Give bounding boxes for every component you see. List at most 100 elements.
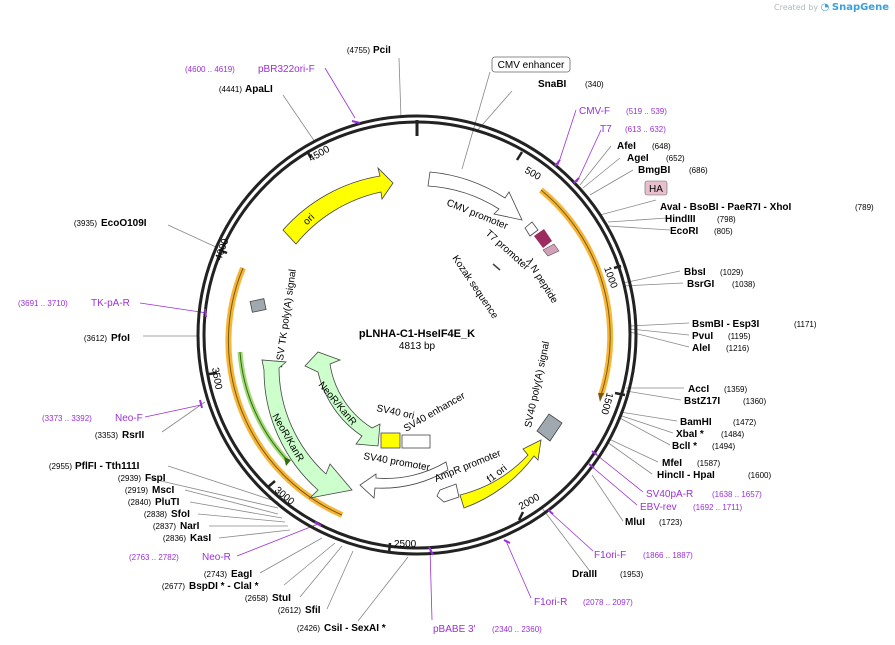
position-ticks <box>208 150 626 554</box>
primer-neof-pos: (3373 .. 3392) <box>42 414 92 423</box>
site-agei-name: AgeI <box>627 153 649 164</box>
snapgene-logo-icon: ◔ <box>820 2 830 13</box>
site-ecoo109i-name: EcoO109I <box>101 218 147 229</box>
tick-label-4000: 4000 <box>213 237 231 262</box>
primer-pbabe3-name: pBABE 3' <box>433 624 476 635</box>
site-bspdi-pos: (2677) <box>162 582 185 591</box>
site-bsmbi-pos: (1171) <box>794 320 817 329</box>
site-afei-pos: (648) <box>652 142 671 151</box>
snapgene-branding: Created by ◔ SnapGene <box>774 2 889 13</box>
site-alei-name: AleI <box>692 343 711 354</box>
site-csii-name: CsiI - SexAI * <box>324 623 386 634</box>
site-xbai-pos: (1484) <box>721 430 744 439</box>
primer-labels: (4600 .. 4619) pBR322ori-F (3691 .. 3710… <box>18 64 762 635</box>
sv40-ori-box <box>380 432 401 449</box>
primer-neor-name: Neo-R <box>202 552 231 563</box>
primer-neof-name: Neo-F <box>115 413 143 424</box>
site-msci-name: MscI <box>152 485 174 496</box>
primer-pbabe3-pos: (2340 .. 2360) <box>492 625 542 634</box>
site-acci-name: AccI <box>688 384 709 395</box>
site-hincii-pos: (1600) <box>748 471 771 480</box>
site-afei-name: AfeI <box>617 141 636 152</box>
site-draiii-name: DraIII <box>572 569 597 580</box>
site-bmgbi-name: BmgBI <box>638 165 670 176</box>
site-draiii-pos: (1953) <box>620 570 643 579</box>
site-acci-pos: (1359) <box>724 385 747 394</box>
site-stui-name: StuI <box>272 593 291 604</box>
site-kasi-name: KasI <box>190 533 211 544</box>
primer-cmvf-pos: (519 .. 539) <box>626 107 667 116</box>
backbone-outer-strand <box>196 114 638 556</box>
primer-sv40pa-name: SV40pA-R <box>646 489 693 500</box>
site-ecoo109i-pos: (3935) <box>74 219 97 228</box>
site-csii-pos: (2426) <box>297 624 320 633</box>
primer-marks <box>199 120 598 556</box>
sv40-enhancer-box <box>401 434 431 449</box>
site-ecori-pos: (805) <box>714 227 733 236</box>
lambda-n-peptide-arrow <box>534 229 552 248</box>
site-apali-name: ApaLI <box>245 84 273 95</box>
tick-label-4500: 4500 <box>307 144 332 165</box>
site-eagi-pos: (2743) <box>204 570 227 579</box>
site-snabi-name: SnaBI <box>538 79 567 90</box>
branding-name: SnapGene <box>831 2 889 13</box>
site-msci-pos: (2919) <box>125 486 148 495</box>
branding-prefix: Created by <box>774 3 819 12</box>
lambda-n-peptide-label: λ N peptide <box>523 257 559 306</box>
tick-label-500: 500 <box>523 165 543 183</box>
primer-cmvf-name: CMV-F <box>579 106 610 117</box>
site-xbai-name: XbaI * <box>676 429 704 440</box>
site-mlui-name: MluI <box>625 517 645 528</box>
site-rsrii-name: RsrII <box>122 430 144 441</box>
site-pfoi-pos: (3612) <box>84 334 107 343</box>
site-hincii-name: HincII - HpaI <box>657 470 715 481</box>
kozak-sequence-mark <box>492 263 501 271</box>
primer-pbr322ori-pos: (4600 .. 4619) <box>185 65 235 74</box>
neo-marker-arc-core <box>239 351 288 461</box>
site-bsrgi-pos: (1038) <box>732 280 755 289</box>
primer-t7-pos: (613 .. 632) <box>625 125 666 134</box>
site-pfoi-name: PfoI <box>111 333 130 344</box>
primer-tkpa-pos: (3691 .. 3710) <box>18 299 68 308</box>
primer-pbr322ori-name: pBR322ori-F <box>258 64 315 75</box>
orf-arc-left-core <box>227 267 343 516</box>
site-pvui-pos: (1195) <box>728 332 751 341</box>
site-avai-name: AvaI - BsoBI - PaeR7I - XhoI <box>660 202 792 213</box>
site-bsrgi-name: BsrGI <box>687 279 714 290</box>
restriction-sites-right: SnaBI (340) AfeI (648) AgeI (652) BmgBI … <box>538 79 874 580</box>
neor-kanr-outer-arrow <box>261 359 353 499</box>
site-alei-pos: (1216) <box>726 344 749 353</box>
primer-f1orif-pos: (1866 .. 1887) <box>643 551 693 560</box>
site-pflfi-pos: (2955) <box>49 462 72 471</box>
site-nari-name: NarI <box>180 521 200 532</box>
kozak-marker <box>542 243 560 257</box>
site-bcli-name: BclI * <box>672 441 697 452</box>
site-stui-pos: (2658) <box>245 594 268 603</box>
site-rsrii-pos: (3353) <box>95 431 118 440</box>
site-sfoi-pos: (2838) <box>144 510 167 519</box>
ampr-promoter-arrow <box>436 483 460 503</box>
ha-tag-label: HA <box>649 184 663 195</box>
site-nari-pos: (2837) <box>153 522 176 531</box>
site-sfii-pos: (2612) <box>278 606 301 615</box>
cmv-promoter-arrow <box>427 171 523 221</box>
site-bsmbi-name: BsmBI - Esp3I <box>692 319 759 330</box>
tick-label-2500: 2500 <box>394 539 417 550</box>
primer-f1orif-name: F1ori-F <box>594 550 626 561</box>
primer-f1orir-name: F1ori-R <box>534 597 567 608</box>
site-sfoi-name: SfoI <box>171 509 190 520</box>
t7-promoter-arrow <box>524 221 539 237</box>
sv40-promoter-arrow <box>359 461 449 499</box>
ori-feature-arrow <box>282 166 394 245</box>
site-sfii-name: SfiI <box>305 605 321 616</box>
orf-arc-right-core <box>540 189 611 396</box>
primer-t7-name: T7 <box>600 124 612 135</box>
plasmid-name: pLNHA-C1-HseIF4E_K <box>359 328 475 340</box>
f1-ori-arrow <box>459 439 542 509</box>
site-bbsi-name: BbsI <box>684 267 706 278</box>
primer-f1orir-pos: (2078 .. 2097) <box>583 598 633 607</box>
site-snabi-pos: (340) <box>585 80 604 89</box>
primer-connector-lines <box>139 67 644 621</box>
site-agei-pos: (652) <box>666 154 685 163</box>
